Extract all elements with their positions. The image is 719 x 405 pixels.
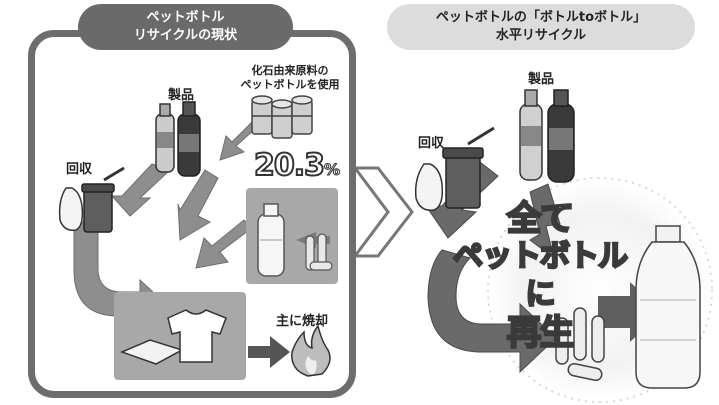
fossil-line-2: ペットボトルを使用 xyxy=(240,78,340,91)
preforms-right xyxy=(555,307,605,382)
title-line-1: ペットボトル xyxy=(146,10,225,25)
all-regenerated-headline: 全て ペットボトルに 再生 xyxy=(440,199,640,354)
arrow-pellet-to-product xyxy=(195,219,253,269)
fossil-line-1: 化石由来原料の xyxy=(251,64,329,77)
headline-line-3: 再生 xyxy=(506,313,576,354)
arrow-right-loop-bottom xyxy=(427,249,557,374)
percent-unit: % xyxy=(324,160,341,180)
collection-bin-left xyxy=(58,166,125,233)
collect-label-right: 回収 xyxy=(418,136,445,151)
recycled-bottle-small xyxy=(257,203,285,277)
arrow-right-up xyxy=(529,183,561,260)
collect-label-left: 回収 xyxy=(66,162,93,177)
tshirt-icon xyxy=(167,309,227,363)
product-label-right: 製品 xyxy=(528,72,555,87)
arrow-recycle-up xyxy=(177,169,219,241)
bottle-to-bottle-title: ペットボトルの「ボトルtoボトル」 水平リサイクル xyxy=(387,4,695,50)
arrow-to-fire xyxy=(248,336,290,368)
headline-line-1: 全て xyxy=(506,199,576,240)
product-bottles-right xyxy=(519,89,575,183)
preforms-left xyxy=(305,233,333,271)
title-line-2: リサイクルの現状 xyxy=(133,28,238,43)
headline-line-2: ペットボトルに xyxy=(452,238,630,314)
product-label-left: 製品 xyxy=(168,88,195,103)
fire-icon xyxy=(291,324,331,377)
transition-chevron xyxy=(352,166,414,258)
oil-drums xyxy=(251,95,313,139)
arrow-product-to-collect xyxy=(110,163,171,217)
title-line-2: 水平リサイクル xyxy=(495,28,587,43)
current-recycling-title: ペットボトル リサイクルの現状 xyxy=(78,4,293,50)
incinerate-label: 主に焼却 xyxy=(276,314,329,329)
product-bottles-left xyxy=(155,101,201,177)
fossil-material-label: 化石由来原料の ペットボトルを使用 xyxy=(230,64,350,92)
arrow-oil-to-product xyxy=(219,121,257,161)
recycle-percentage: 20.3% xyxy=(253,147,341,184)
percent-value: 20.3 xyxy=(253,147,326,184)
collection-bin-right xyxy=(414,126,495,211)
glow-ring xyxy=(487,177,713,403)
large-recycled-bottle xyxy=(635,225,701,389)
title-line-1: ペットボトルの「ボトルtoボトル」 xyxy=(435,10,647,25)
